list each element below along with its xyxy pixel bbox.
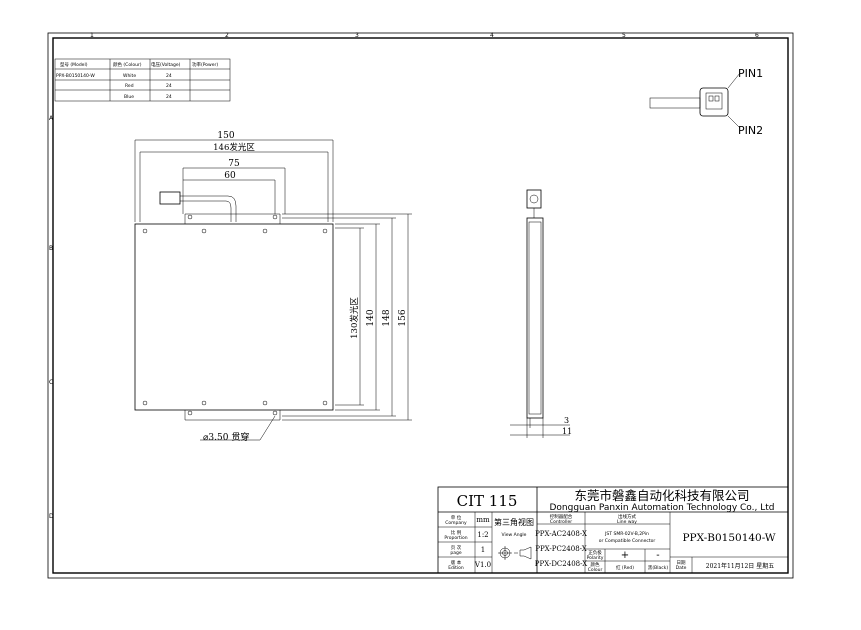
colour-label-en: Colour (588, 567, 603, 573)
unit-value: mm (476, 516, 490, 524)
zone-col: 6 (755, 32, 759, 39)
line-value: JST SMR-02V-B,2Pin (604, 531, 649, 537)
pin2-label: PIN2 (738, 124, 763, 137)
date-label: 日期 (677, 560, 686, 566)
zone-row: C (49, 379, 53, 386)
edition-label: 版 本 (451, 559, 462, 566)
page-label: 页 次 (451, 544, 462, 551)
dim-146-emit: 146发光区 (213, 142, 255, 153)
line-label: 出线方式 (618, 513, 636, 520)
dim-156: 156 (398, 309, 408, 326)
date-label-en: Date (676, 565, 687, 571)
dim-150: 150 (217, 131, 234, 141)
dim-130-emit: 130发光区 (349, 297, 360, 339)
zone-markers: 1 2 3 4 5 6 A B C D (49, 32, 759, 520)
dim-3: 3 (564, 416, 569, 425)
zone-row: B (49, 245, 53, 252)
zone-col: 2 (225, 32, 229, 39)
header-colour: 颜色 (Colour) (113, 61, 142, 68)
line-label-en: Line way (617, 519, 637, 525)
zone-col: 5 (622, 32, 626, 39)
controller-item: PPX-DC2408-X (535, 560, 587, 568)
third-angle-projection-icon (498, 546, 532, 560)
company-name-cn: 东莞市磐鑫自动化科技有限公司 (574, 488, 749, 503)
edition-value: V1.0 (474, 561, 491, 569)
polarity-plus: + (621, 550, 629, 561)
pin1-label: PIN1 (738, 67, 763, 80)
unit-label-en: Company (445, 520, 467, 526)
view-angle-label: View Angle (502, 532, 527, 538)
drawing-code: CIT 115 (457, 492, 518, 510)
controller-label: 控制器配合 (550, 513, 573, 520)
line-value-2: or Compatible Connector (599, 538, 656, 544)
side-view: 3 11 (510, 189, 572, 438)
colour-value: Blue (124, 94, 134, 100)
model-value: PPX-B0150140-W (56, 73, 95, 79)
header-voltage: 电压(Voltage) (151, 61, 181, 68)
part-number: PPX-B0150140-W (682, 532, 775, 544)
page-value: 1 (481, 546, 485, 554)
colour-value: White (123, 73, 136, 79)
colour-value: Red (125, 83, 134, 89)
date-value: 2021年11月12日 星期五 (706, 562, 774, 570)
page-label-en: page (450, 551, 461, 556)
polarity-label: 正负极 (588, 549, 602, 556)
polarity-label-en: Polarity (587, 555, 604, 561)
edition-label-en: Edition (448, 565, 464, 571)
colour-label: 颜色 (591, 561, 600, 568)
connector-detail: PIN1 PIN2 (649, 67, 763, 137)
projection-label: 第三角视图 (494, 517, 534, 527)
colour-black: 黑(Black) (648, 565, 668, 571)
scale-label: 比 例 (451, 529, 462, 536)
polarity-minus: - (656, 550, 659, 561)
dim-60: 60 (224, 171, 236, 181)
controller-item: PPX-AC2408-X (535, 530, 587, 538)
zone-col: 1 (90, 32, 94, 39)
colour-red: 红 (Red) (616, 564, 634, 571)
dim-11: 11 (562, 427, 572, 436)
spec-table: 型号 (Model) 颜色 (Colour) 电压(Voltage) 功率(Po… (54, 58, 231, 102)
front-view: 150 146发光区 75 60 130发光区 140 148 156 ⌀3.5… (134, 131, 412, 443)
header-model: 型号 (Model) (60, 61, 88, 68)
zone-row: A (49, 115, 54, 122)
company-name-en: Dongguan Panxin Automation Technology Co… (549, 503, 774, 513)
voltage-value: 24 (166, 94, 172, 100)
controller-item: PPX-PC2408-X (535, 545, 587, 553)
zone-row: D (49, 513, 54, 520)
voltage-value: 24 (166, 73, 172, 79)
zone-col: 4 (490, 32, 494, 39)
dim-75: 75 (228, 159, 240, 169)
dim-140: 140 (366, 309, 376, 326)
scale-label-en: Proportion (444, 535, 467, 541)
dim-148: 148 (382, 309, 392, 326)
outer-frame (47, 32, 794, 579)
inner-frame (52, 37, 789, 574)
controller-label-en: Controller (550, 519, 572, 525)
hole-callout: ⌀3.50 贯穿 (203, 431, 249, 443)
title-block: CIT 115 东莞市磐鑫自动化科技有限公司 Dongguan Panxin A… (437, 486, 789, 574)
header-power: 功率(Power) (192, 61, 218, 68)
zone-col: 3 (355, 32, 359, 39)
scale-value: 1:2 (477, 531, 488, 539)
unit-label: 单 位 (451, 514, 462, 521)
voltage-value: 24 (166, 83, 172, 89)
